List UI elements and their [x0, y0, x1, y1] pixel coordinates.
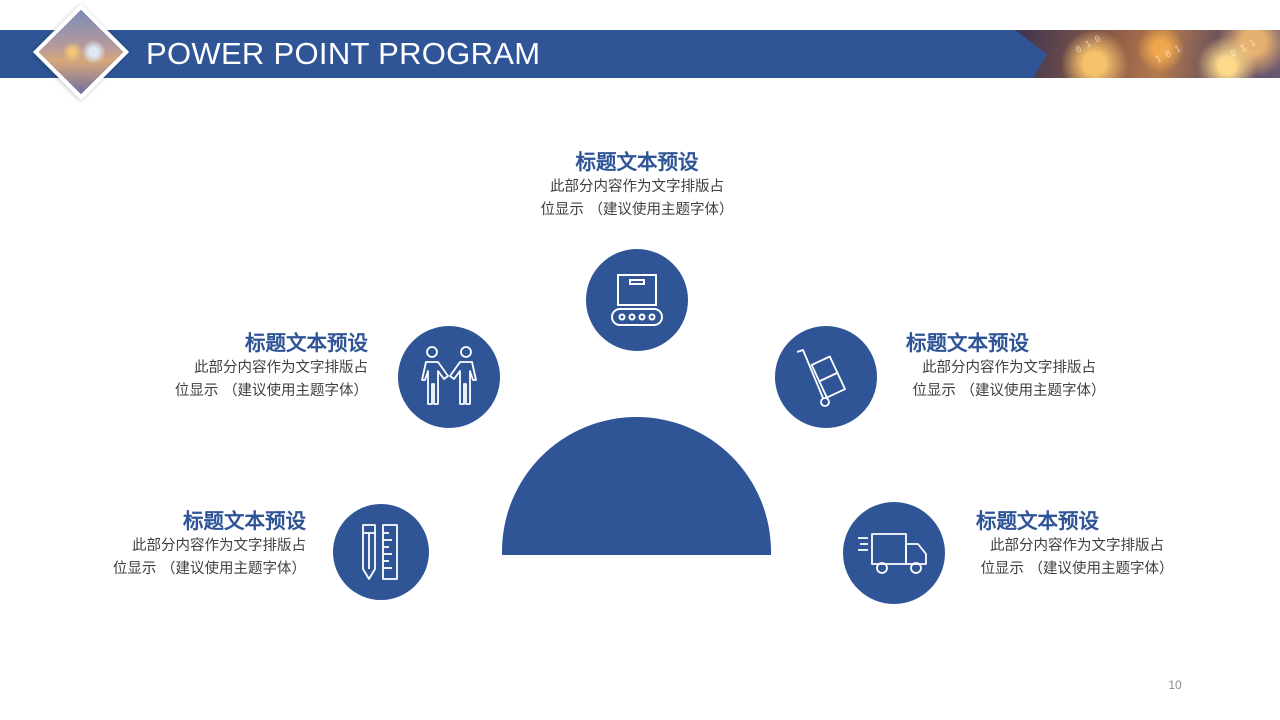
block-line: 此部分内容作为文字排版占 — [132, 538, 306, 554]
page-number: 10 — [1168, 678, 1182, 692]
block-line: 位显示 （建议使用主题字体） — [174, 383, 368, 399]
header-city-photo: 0 1 0 1 0 1 0 1 1 — [1015, 30, 1280, 78]
block-title: 标题文本预设 — [976, 509, 1099, 533]
block-line: 位显示 （建议使用主题字体） — [912, 383, 1106, 399]
central-half-circle — [502, 417, 771, 555]
icon-circle-top — [586, 249, 688, 351]
delivery-truck-icon — [858, 533, 927, 574]
block-line: 位显示 （建议使用主题字体） — [112, 561, 306, 577]
block-line: 此部分内容作为文字排版占 — [550, 179, 724, 195]
icon-circle-upper-left — [398, 326, 500, 428]
pencil-ruler-icon — [362, 524, 398, 580]
text-block-upper-right: 标题文本预设 此部分内容作为文字排版占 位显示 （建议使用主题字体） — [894, 329, 1124, 403]
icon-circle-upper-right — [775, 326, 877, 428]
text-block-upper-left: 标题文本预设 此部分内容作为文字排版占 位显示 （建议使用主题字体） — [130, 329, 368, 403]
icon-circle-lower-left — [333, 504, 429, 600]
handshake-people-icon — [421, 346, 477, 405]
text-block-lower-right: 标题文本预设 此部分内容作为文字排版占 位显示 （建议使用主题字体） — [962, 507, 1192, 581]
photo-digits: 0 1 1 — [1229, 38, 1258, 60]
block-title: 标题文本预设 — [906, 331, 1029, 355]
photo-digits: 1 0 1 — [1154, 44, 1183, 66]
block-line: 位显示 （建议使用主题字体） — [980, 561, 1174, 577]
block-title: 标题文本预设 — [245, 331, 368, 355]
text-block-top: 标题文本预设 此部分内容作为文字排版占 位显示 （建议使用主题字体） — [500, 148, 774, 222]
photo-digits: 0 1 0 — [1074, 34, 1103, 56]
hand-truck-icon — [796, 349, 846, 407]
page-title: POWER POINT PROGRAM — [146, 36, 541, 71]
block-line: 此部分内容作为文字排版占 — [922, 360, 1096, 376]
package-conveyor-icon — [611, 274, 663, 326]
block-line: 位显示 （建议使用主题字体） — [540, 202, 734, 218]
block-line: 此部分内容作为文字排版占 — [194, 360, 368, 376]
text-block-lower-left: 标题文本预设 此部分内容作为文字排版占 位显示 （建议使用主题字体） — [70, 507, 306, 581]
icon-circle-lower-right — [843, 502, 945, 604]
block-title: 标题文本预设 — [183, 509, 306, 533]
logo-diamond-photo — [32, 3, 130, 101]
block-line: 此部分内容作为文字排版占 — [990, 538, 1164, 554]
block-title: 标题文本预设 — [575, 150, 699, 174]
